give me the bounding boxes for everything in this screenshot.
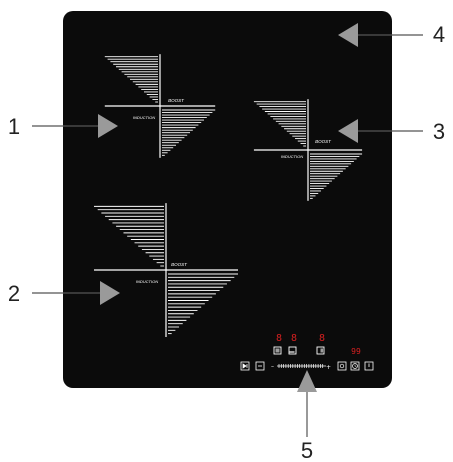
- arrow-4-icon: [338, 23, 358, 47]
- timer-clock-icon[interactable]: [350, 361, 360, 371]
- arrow-5-icon: [297, 370, 317, 392]
- cooktop-glass: [63, 11, 392, 388]
- zone-select-icon-3[interactable]: [316, 346, 325, 355]
- timer-display: 99: [351, 347, 361, 356]
- zone1-boost-label: BOOST: [168, 98, 185, 103]
- zone-select-icon-1[interactable]: [273, 346, 282, 355]
- zone3-induction-label: INDUCTION: [281, 154, 303, 159]
- slider-minus-icon: –: [271, 363, 274, 370]
- slider-plus-icon: +: [326, 364, 331, 371]
- cooking-zone-1: [104, 54, 216, 158]
- callout-1: 1: [8, 114, 20, 139]
- zone1-induction-label: INDUCTION: [133, 115, 155, 120]
- minus-icon[interactable]: [255, 361, 265, 371]
- zone2-induction-label: INDUCTION: [136, 279, 158, 284]
- zone-display-1: 8: [276, 333, 282, 344]
- arrow-2-icon: [100, 281, 120, 305]
- callout-4: 4: [433, 22, 445, 47]
- zone-select-icon-2[interactable]: [288, 346, 297, 355]
- arrow-3-icon: [338, 119, 358, 143]
- cooking-zone-3: [253, 99, 363, 201]
- zone3-boost-label: BOOST: [315, 139, 332, 144]
- callout-5: 5: [301, 438, 313, 462]
- zone-display-3: 8: [319, 333, 325, 344]
- arrow-1-icon: [98, 114, 118, 138]
- cooking-zone-2: [94, 203, 238, 337]
- zone2-boost-label: BOOST: [171, 262, 188, 267]
- pause-icon[interactable]: [240, 361, 250, 371]
- power-icon[interactable]: [364, 361, 374, 371]
- control-panel: 8 8 8 99 – +: [240, 333, 374, 371]
- boost-key-icon[interactable]: [337, 361, 347, 371]
- callout-3: 3: [433, 119, 445, 144]
- zone-display-2: 8: [291, 333, 297, 344]
- callout-2: 2: [8, 281, 20, 306]
- power-slider[interactable]: [277, 364, 326, 368]
